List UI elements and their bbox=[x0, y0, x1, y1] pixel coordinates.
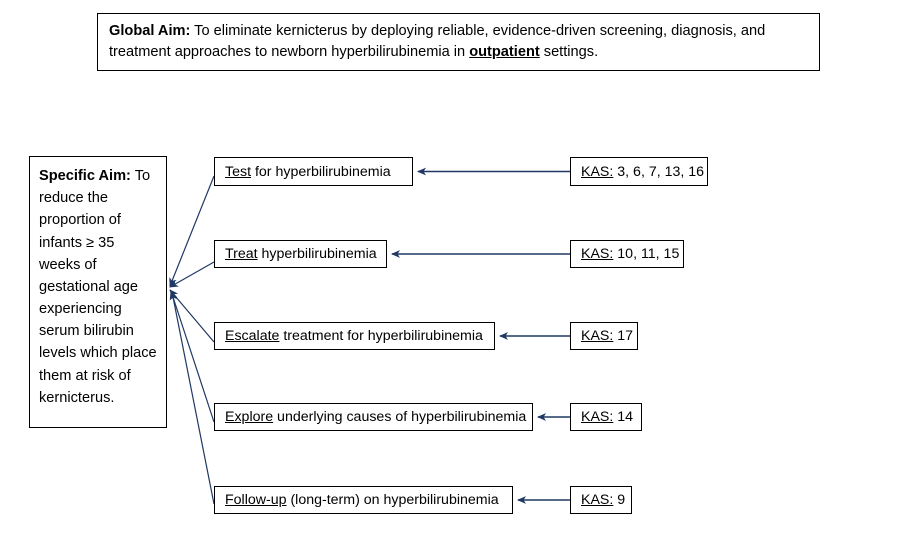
kas-values-explore: 14 bbox=[613, 409, 634, 425]
kas-values-followup: 9 bbox=[613, 492, 626, 508]
global-aim-text-part2: settings. bbox=[539, 44, 599, 61]
kas-box-test: KAS: 3, 6, 7, 13, 16 bbox=[570, 157, 708, 186]
arrow-driver-test-to-specific-aim bbox=[169, 175, 215, 287]
kas-label-test: KAS: 3, 6, 7, 13, 16 bbox=[581, 164, 704, 180]
kas-label-treat: KAS: 10, 11, 15 bbox=[581, 246, 679, 262]
arrow-driver-escalate-to-specific-aim bbox=[169, 289, 215, 343]
kas-label-escalate: KAS: 17 bbox=[581, 328, 633, 344]
kas-values-escalate: 17 bbox=[613, 328, 634, 344]
kas-keyword-followup: KAS: bbox=[581, 492, 614, 508]
kas-box-followup: KAS: 9 bbox=[570, 486, 632, 514]
driver-box-escalate: Escalate treatment for hyperbilirubinemi… bbox=[214, 322, 495, 350]
driver-box-explore: Explore underlying causes of hyperbiliru… bbox=[214, 403, 533, 431]
global-aim-text: Global Aim: To eliminate kernicterus by … bbox=[109, 21, 808, 63]
kas-label-explore: KAS: 14 bbox=[581, 409, 633, 425]
driver-label-explore: Explore underlying causes of hyperbiliru… bbox=[225, 409, 526, 425]
driver-rest-treat: hyperbilirubinemia bbox=[257, 246, 377, 262]
kas-values-test: 3, 6, 7, 13, 16 bbox=[613, 163, 705, 180]
kas-keyword-escalate: KAS: bbox=[581, 328, 614, 344]
driver-label-treat: Treat hyperbilirubinemia bbox=[225, 246, 377, 262]
driver-box-treat: Treat hyperbilirubinemia bbox=[214, 240, 387, 268]
driver-keyword-treat: Treat bbox=[225, 246, 258, 262]
arrow-driver-followup-to-specific-aim bbox=[169, 291, 215, 505]
driver-label-escalate: Escalate treatment for hyperbilirubinemi… bbox=[225, 328, 483, 344]
driver-keyword-followup: Follow-up bbox=[225, 492, 287, 508]
kas-values-treat: 10, 11, 15 bbox=[613, 246, 680, 262]
driver-box-followup: Follow-up (long-term) on hyperbilirubine… bbox=[214, 486, 513, 514]
driver-rest-test: for hyperbilirubinemia bbox=[251, 163, 391, 180]
driver-keyword-test: Test bbox=[225, 163, 252, 180]
driver-rest-followup: (long-term) on hyperbilirubinemia bbox=[286, 492, 499, 508]
kas-keyword-treat: KAS: bbox=[581, 246, 614, 262]
driver-label-test: Test for hyperbilirubinemia bbox=[225, 164, 391, 180]
driver-rest-explore: underlying causes of hyperbilirubinemia bbox=[273, 409, 527, 425]
global-aim-box: Global Aim: To eliminate kernicterus by … bbox=[97, 13, 820, 71]
driver-rest-escalate: treatment for hyperbilirubinemia bbox=[279, 328, 483, 344]
driver-keyword-explore: Explore bbox=[225, 409, 274, 425]
kas-box-treat: KAS: 10, 11, 15 bbox=[570, 240, 684, 268]
global-aim-label: Global Aim: bbox=[109, 23, 191, 39]
kas-label-followup: KAS: 9 bbox=[581, 492, 625, 508]
specific-aim-text: Specific Aim: To reduce the proportion o… bbox=[39, 165, 157, 409]
driver-label-followup: Follow-up (long-term) on hyperbilirubine… bbox=[225, 492, 499, 508]
kas-keyword-explore: KAS: bbox=[581, 409, 614, 425]
arrow-driver-explore-to-specific-aim bbox=[169, 290, 215, 423]
kas-box-explore: KAS: 14 bbox=[570, 403, 642, 431]
global-aim-emphasis: outpatient bbox=[469, 44, 540, 61]
specific-aim-body: To reduce the proportion of infants ≥ 35… bbox=[39, 168, 157, 406]
specific-aim-box: Specific Aim: To reduce the proportion o… bbox=[29, 156, 167, 428]
kas-box-escalate: KAS: 17 bbox=[570, 322, 638, 350]
global-aim-text-part1: To eliminate kernicterus by deploying re… bbox=[109, 23, 766, 61]
driver-keyword-escalate: Escalate bbox=[225, 328, 280, 344]
driver-box-test: Test for hyperbilirubinemia bbox=[214, 157, 413, 186]
arrow-driver-treat-to-specific-aim bbox=[169, 261, 215, 288]
kas-keyword-test: KAS: bbox=[581, 163, 614, 180]
specific-aim-label: Specific Aim: bbox=[39, 168, 131, 184]
